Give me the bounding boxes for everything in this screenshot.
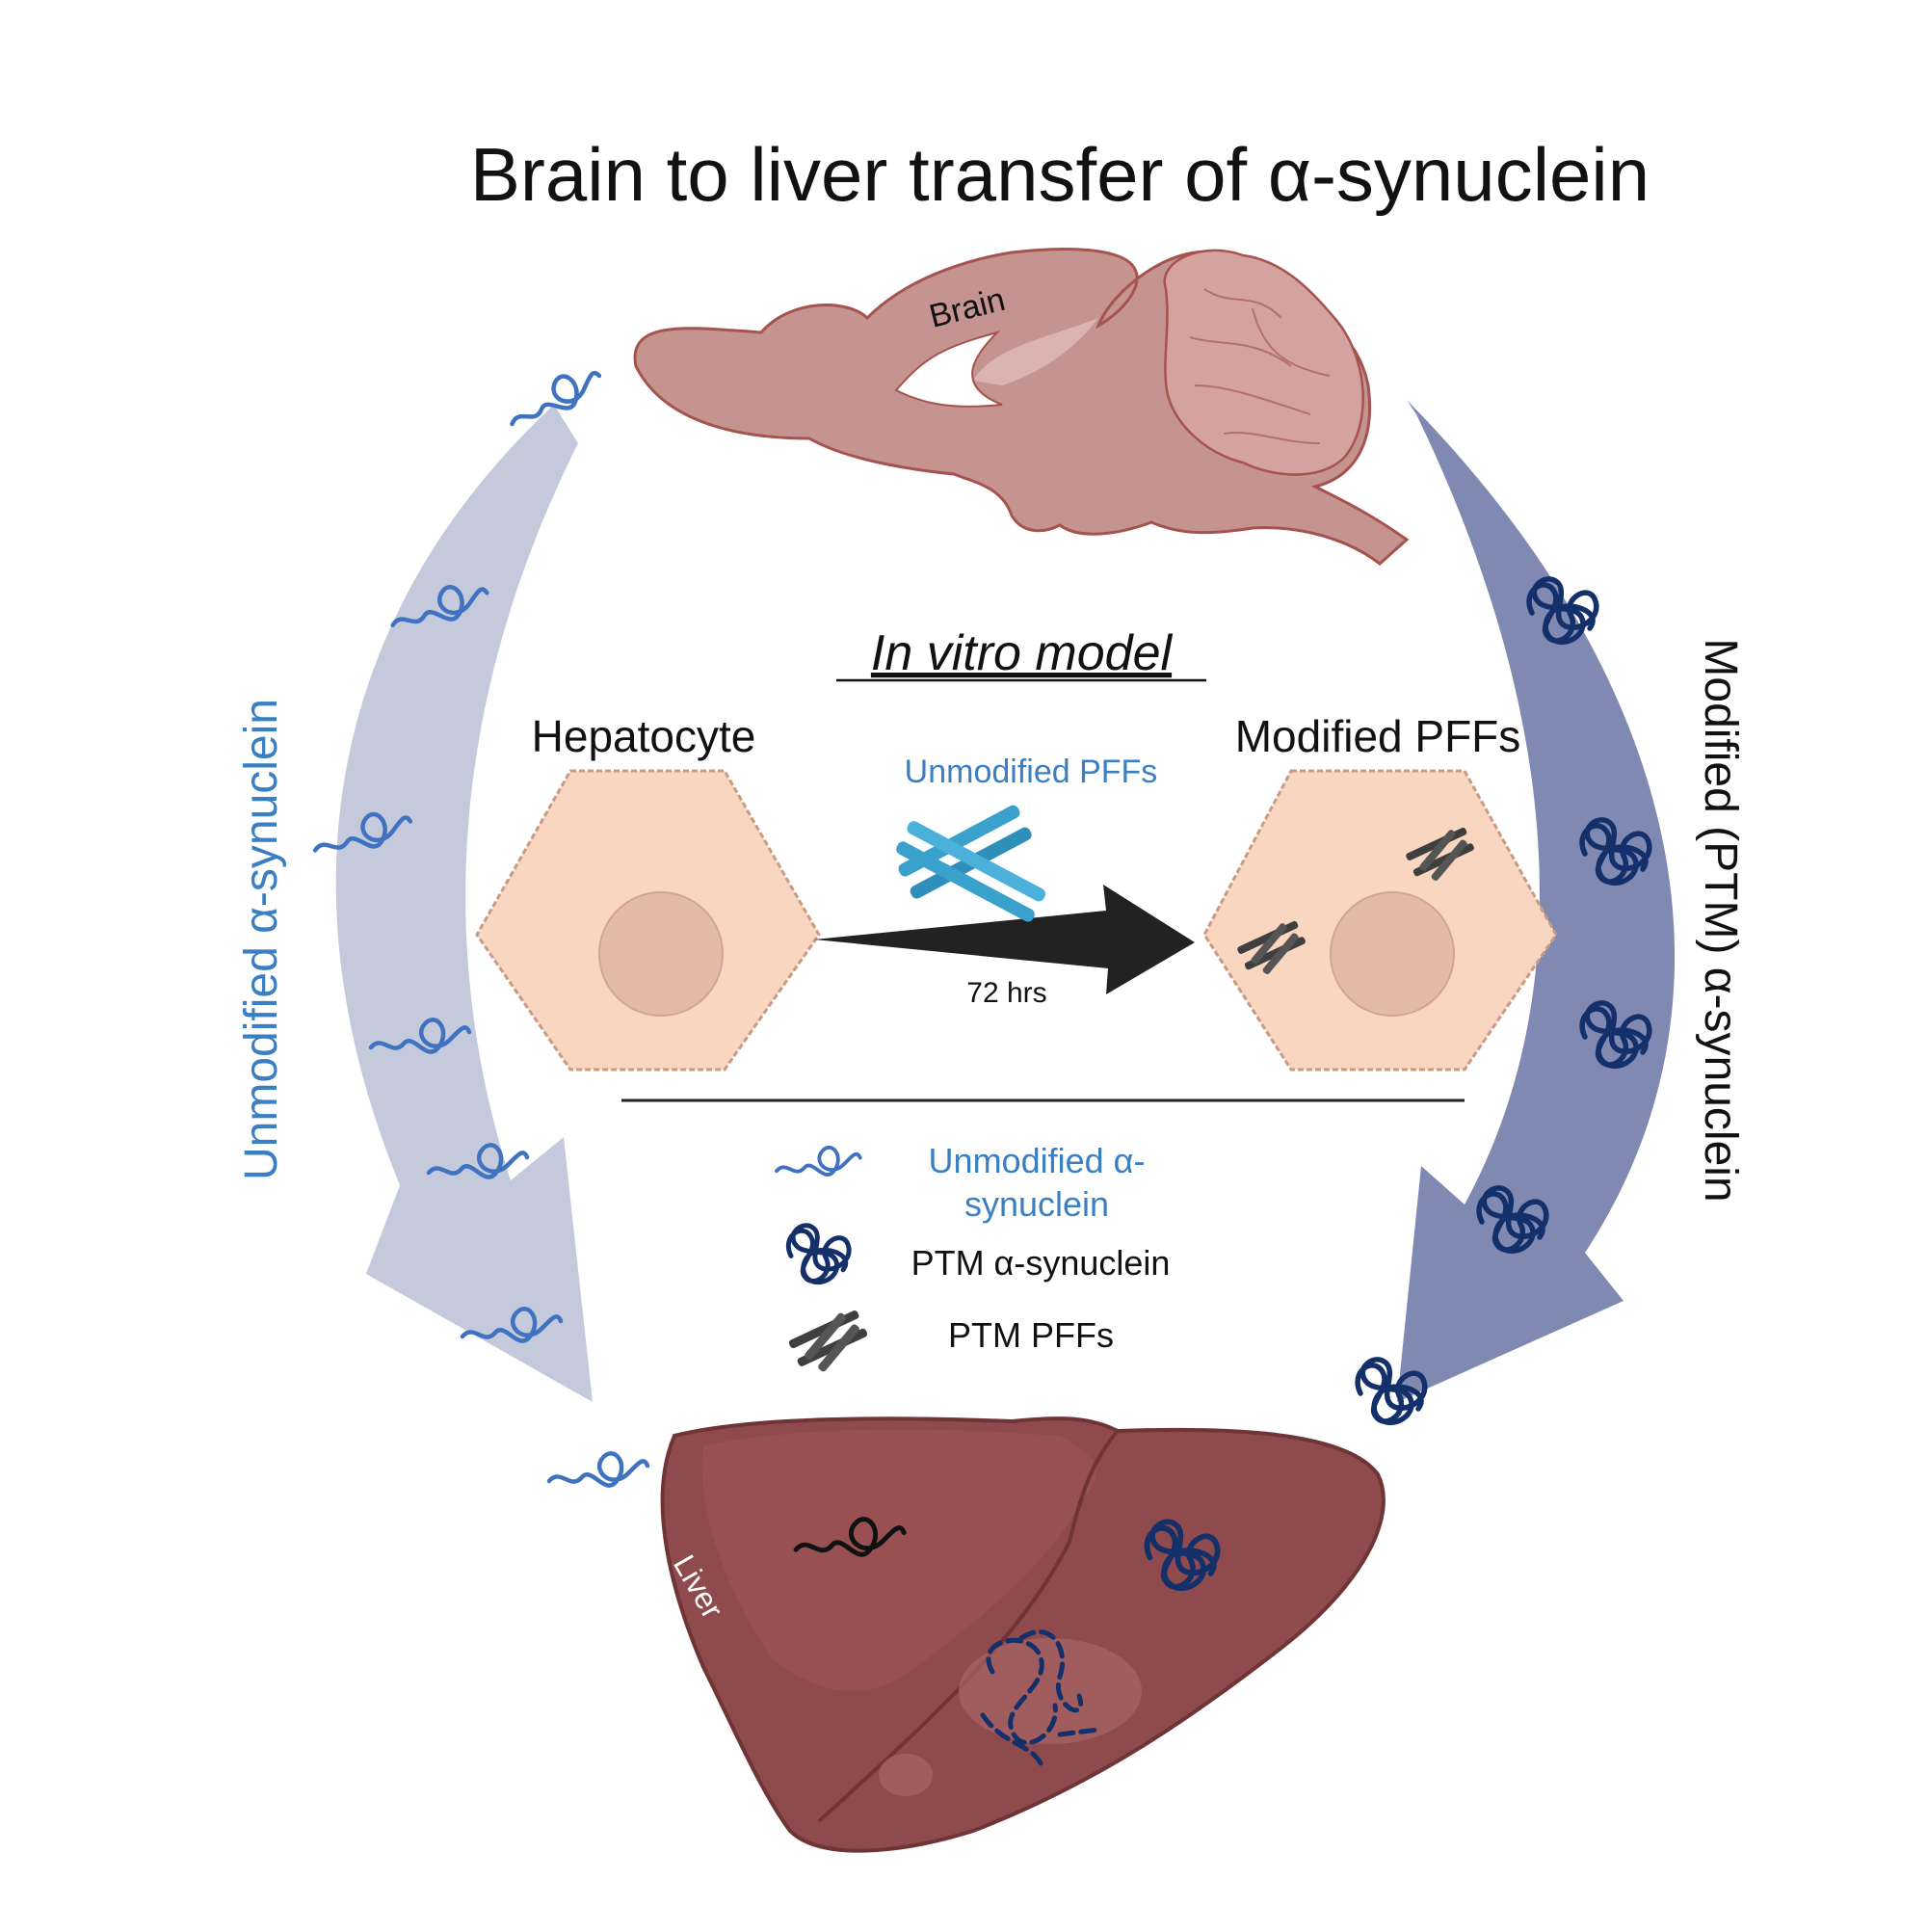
unmodified-pff-icon — [896, 805, 1046, 922]
treatment-arrow — [814, 885, 1195, 994]
unmodified-synuclein-icon — [775, 1145, 862, 1178]
treatment-label: Unmodified PFFs — [905, 754, 1158, 790]
modified-hepatocyte-cell — [1202, 769, 1558, 1072]
nucleus — [598, 891, 724, 1017]
ptm-synuclein-icon — [788, 1226, 849, 1283]
figure-title: Brain to liver transfer of α-synuclein — [470, 132, 1650, 217]
legend-label: synuclein — [964, 1184, 1109, 1224]
legend-label: PTM α-synuclein — [911, 1243, 1171, 1283]
cerebellum — [1163, 249, 1364, 476]
duration-label: 72 hrs — [966, 977, 1046, 1009]
in-vitro-heading: In vitro model — [871, 625, 1174, 681]
ptm-pff-icon — [787, 1309, 869, 1373]
legend-label: PTM PFFs — [948, 1315, 1114, 1355]
liver-illustration: Liver — [660, 1416, 1386, 1853]
left-transfer-arrow — [335, 405, 593, 1402]
legend-item-unmodified: Unmodified α- synuclein — [775, 1141, 1146, 1224]
left-arrow-label: Unmodified α-synuclein — [236, 699, 287, 1180]
hepatocyte-cell — [475, 769, 821, 1072]
liver-lobe-divider — [817, 1429, 1120, 1823]
hepatocyte-label: Hepatocyte — [532, 711, 756, 761]
modified-pffs-label: Modified PFFs — [1235, 711, 1521, 761]
legend: Unmodified α- synuclein PTM α-synuclein … — [775, 1141, 1170, 1373]
fragmented-synuclein-aggregate — [980, 1629, 1101, 1766]
brain-illustration: Brain — [633, 247, 1410, 566]
right-transfer-arrow — [1397, 400, 1676, 1402]
legend-label: Unmodified α- — [929, 1141, 1146, 1180]
legend-item-ptm-pff: PTM PFFs — [787, 1309, 1114, 1373]
right-arrow-label: Modified (PTM) α-synuclein — [1695, 638, 1746, 1202]
nucleus — [1330, 891, 1455, 1017]
legend-item-ptm: PTM α-synuclein — [788, 1226, 1170, 1283]
unmodified-synuclein-icon — [549, 1453, 647, 1485]
